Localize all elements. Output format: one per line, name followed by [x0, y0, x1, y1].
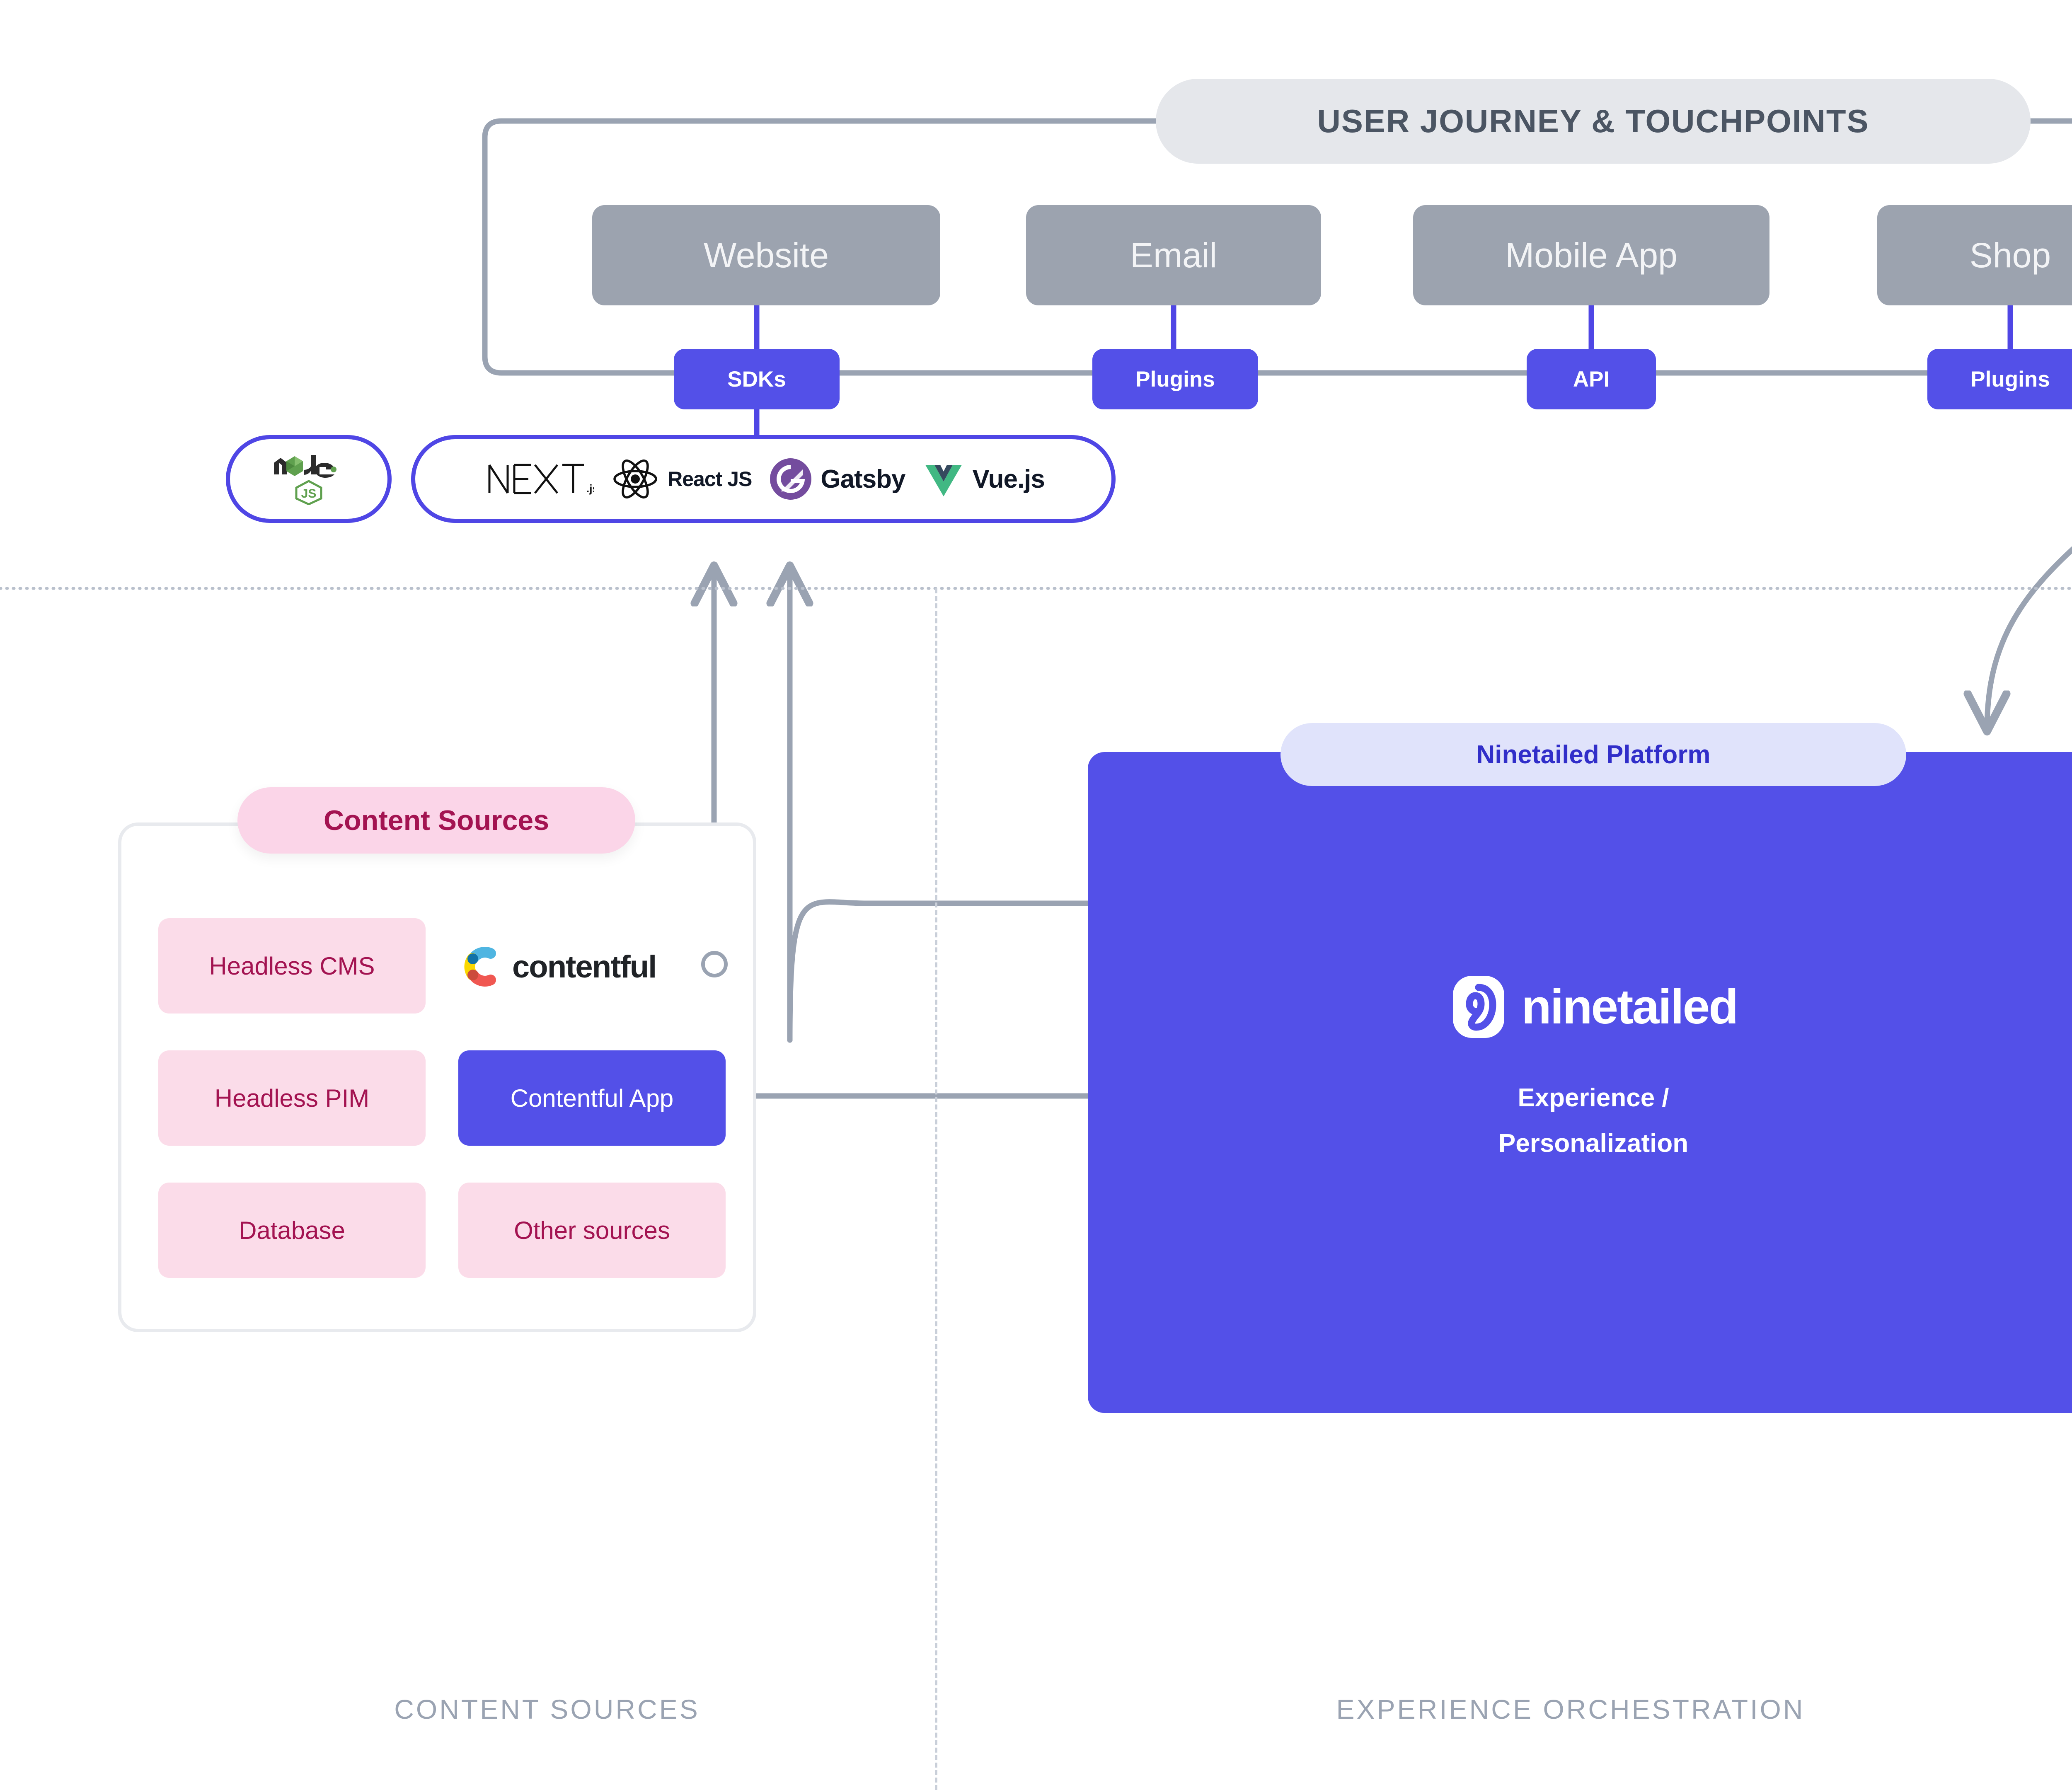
nextjs-logo: .js	[482, 457, 594, 501]
svg-text:.js: .js	[586, 482, 594, 495]
zone-label-content-sources: CONTENT SOURCES	[394, 1694, 700, 1725]
contentful-wordmark: contentful	[512, 949, 657, 984]
node-wordmark-icon	[274, 455, 336, 478]
ninetailed-platform-box	[1088, 752, 2072, 1413]
vuejs-logo: Vue.js	[922, 457, 1045, 501]
ninetailed-mark-icon	[1452, 976, 1504, 1038]
platform-subtitle-line2: Personalization	[1498, 1129, 1689, 1158]
platform-title-pill: Ninetailed Platform	[1280, 723, 1906, 786]
contentful-app-button[interactable]: Contentful App	[458, 1050, 726, 1146]
badge-plugins-shop[interactable]: Plugins	[1927, 349, 2072, 409]
badge-api-mobile[interactable]: API	[1527, 349, 1656, 409]
contentful-c-icon	[464, 947, 496, 987]
react-label: React JS	[668, 467, 752, 491]
touchpoint-email[interactable]: Email	[1026, 205, 1321, 305]
svg-text:JS: JS	[301, 487, 317, 501]
zone-label-experience-orchestration: EXPERIENCE ORCHESTRATION	[1336, 1694, 1805, 1725]
zone-divider-left	[935, 588, 937, 1790]
badge-sdks[interactable]: SDKs	[674, 349, 840, 409]
platform-subtitle-line1: Experience /	[1518, 1084, 1669, 1113]
nodejs-hex-icon: JS	[295, 480, 322, 505]
touchpoint-mobile-app[interactable]: Mobile App	[1413, 205, 1769, 305]
content-sources-title-pill: Content Sources	[237, 787, 635, 854]
nodejs-logo: JS	[271, 453, 346, 505]
vue-label: Vue.js	[972, 464, 1045, 493]
touchpoint-website[interactable]: Website	[592, 205, 940, 305]
badge-plugins-email[interactable]: Plugins	[1092, 349, 1258, 409]
vue-chevron-icon	[925, 465, 962, 496]
gatsby-label: Gatsby	[821, 464, 905, 493]
gatsby-circle-icon	[770, 458, 812, 500]
chip-headless-cms[interactable]: Headless CMS	[158, 918, 426, 1014]
reactjs-logo: React JS	[610, 456, 752, 502]
nextjs-wordmark-icon: .js	[488, 464, 594, 495]
gatsby-logo: Gatsby	[768, 457, 906, 501]
touchpoint-shop[interactable]: Shop	[1877, 205, 2072, 305]
chip-database[interactable]: Database	[158, 1183, 426, 1278]
chip-other-sources[interactable]: Other sources	[458, 1183, 726, 1278]
runtime-pill-nodejs[interactable]: JS	[226, 435, 392, 523]
contentful-logo: contentful	[460, 940, 692, 994]
chip-headless-pim[interactable]: Headless PIM	[158, 1050, 426, 1146]
contentful-connector-dot[interactable]	[701, 951, 728, 977]
ninetailed-logo: ninetailed	[1421, 972, 1765, 1042]
frameworks-pill[interactable]: .js React JS Gatsby	[411, 435, 1116, 523]
ninetailed-wordmark: ninetailed	[1521, 980, 1739, 1034]
react-atom-icon	[613, 459, 657, 499]
journey-header-pill: USER JOURNEY & TOUCHPOINTS	[1156, 79, 2031, 164]
